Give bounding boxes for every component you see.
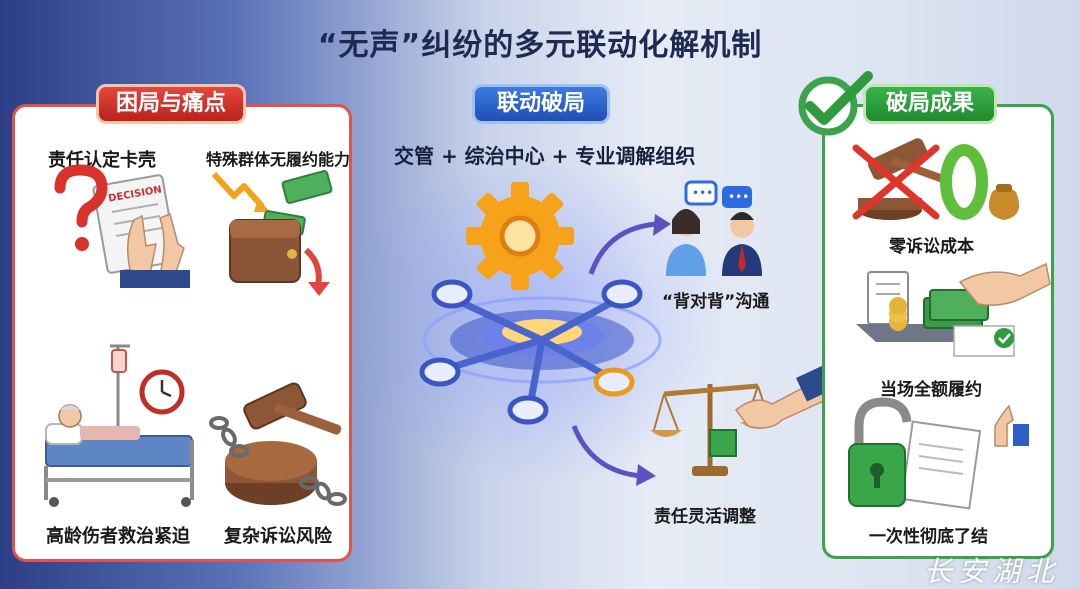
results-header: 破局成果 [863, 84, 997, 124]
result-label: 零诉讼成本 [889, 237, 974, 257]
communication-label: “背对背”沟通 [662, 292, 770, 312]
pain-point-label: 复杂诉讼风险 [224, 526, 332, 547]
hospital-bed-icon [44, 344, 194, 507]
pain-points-header: 困局与痛点 [96, 84, 246, 124]
watermark: 长安湖北 [924, 555, 1061, 588]
unlocked-padlock-icon [848, 397, 1029, 510]
responsibility-label: 责任灵活调整 [654, 507, 756, 527]
arrow-to-communication-icon [588, 214, 671, 275]
gear-network-icon [419, 182, 662, 425]
pain-point-label: 责任认定卡壳 [48, 150, 156, 171]
zero-cost-icon [852, 138, 1020, 220]
linkage-subtitle: 交管 + 综治中心 + 专业调解组织 [394, 144, 696, 168]
result-label: 一次性彻底了结 [869, 527, 988, 547]
balance-scale-icon [650, 364, 836, 476]
svg-text:•••: ••• [692, 186, 713, 200]
svg-text:•••: ••• [728, 190, 749, 204]
pain-point-label: 高龄伤者救治紧迫 [46, 526, 190, 547]
pain-point-label: 特殊群体无履约能力 [206, 150, 351, 169]
decision-rejection-icon: DECISION [54, 164, 190, 288]
check-icon [798, 71, 873, 136]
people-chat-icon: ••• ••• [666, 180, 762, 276]
linkage-header: 联动破局 [472, 84, 610, 124]
result-label: 当场全额履约 [880, 380, 982, 400]
arrow-to-responsibility-icon [571, 425, 656, 486]
empty-wallet-icon [211, 170, 333, 296]
cash-payment-icon [856, 262, 1051, 357]
chained-gavel-icon [209, 382, 347, 506]
page-title: “无声”纠纷的多元联动化解机制 [317, 28, 763, 63]
